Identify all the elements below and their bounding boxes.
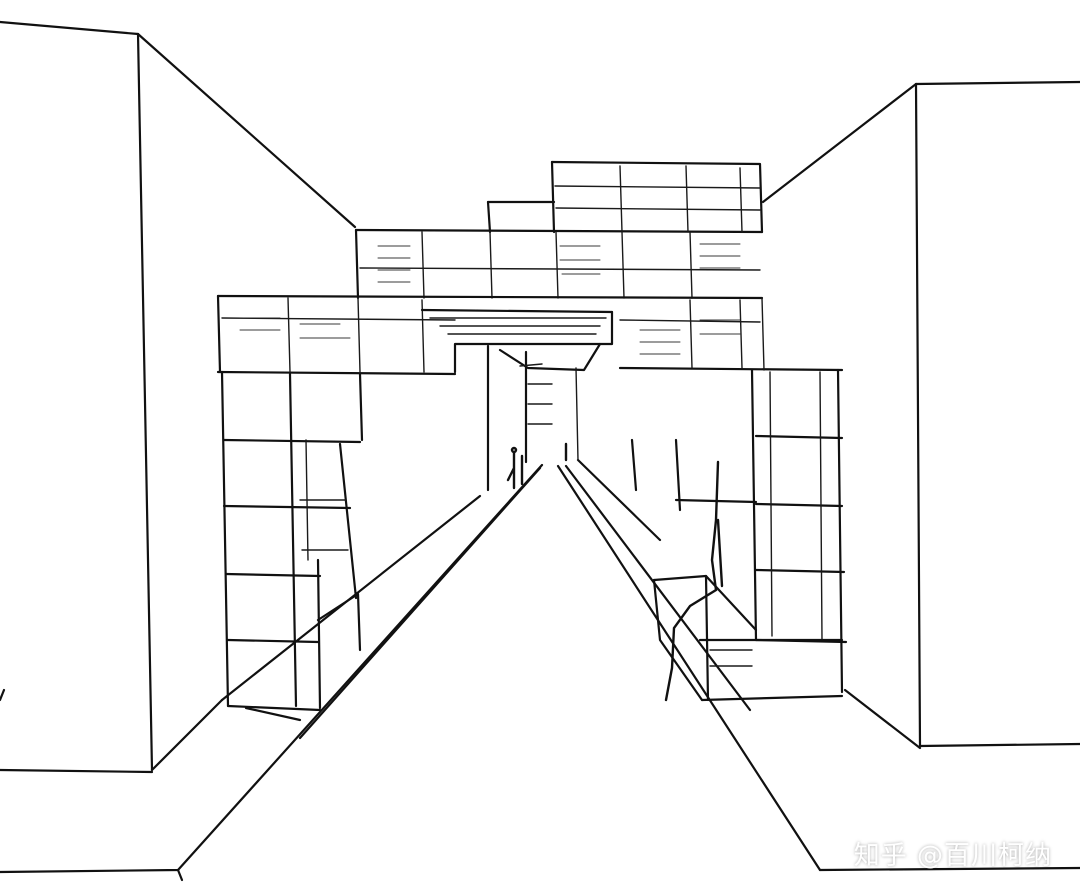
right-building — [761, 80, 1080, 750]
watermark: 知乎 @百川柯纳 — [853, 841, 1052, 871]
human-figures — [506, 442, 724, 702]
left-building — [0, 20, 357, 774]
shelf-structure — [216, 160, 848, 712]
